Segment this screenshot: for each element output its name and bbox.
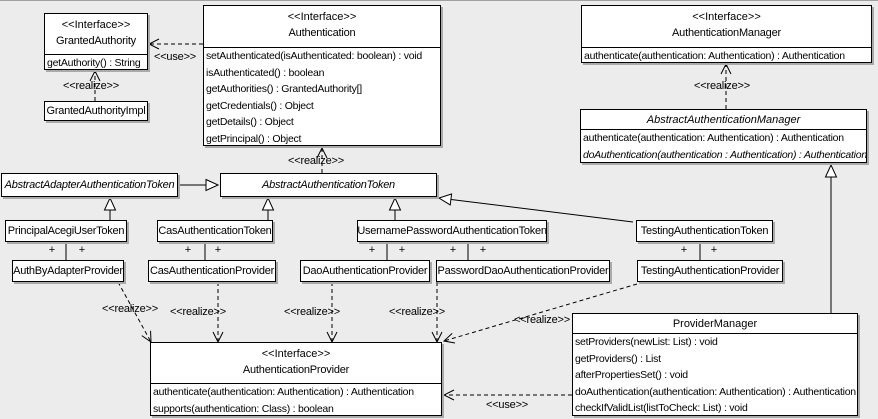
stereotype: <<Interface>> [692, 11, 761, 23]
use-label: <<use>> [153, 51, 197, 63]
realize-label: <<realize>> [63, 80, 119, 92]
realize-label: <<realize>> [170, 306, 226, 318]
method: doAuthentication(authentication : Authen… [583, 148, 867, 161]
method: supports(authentication: Class) : boolea… [153, 402, 334, 415]
class-authentication-provider[interactable]: <<Interface>> AuthenticationProvider aut… [150, 342, 442, 416]
method: doAuthentication(authentication: Authent… [575, 385, 856, 398]
realize-label: <<realize>> [694, 80, 750, 92]
class-name: TestingAuthenticationToken [640, 225, 769, 237]
association-plus: + [214, 244, 222, 256]
class-testing-authentication-provider[interactable]: TestingAuthenticationProvider [637, 260, 783, 282]
method: setAuthenticated(isAuthenticated: boolea… [206, 50, 422, 62]
class-name: AbstractAuthenticationManager [646, 113, 801, 126]
class-name: DaoAuthenticationProvider [302, 265, 428, 277]
method: getAuthorities() : GrantedAuthority[] [206, 83, 362, 95]
class-abstract-adapter-authentication-token[interactable]: AbstractAdapterAuthenticationToken [1, 173, 178, 197]
association-plus: + [680, 244, 688, 256]
class-cas-authentication-provider[interactable]: CasAuthenticationProvider [148, 260, 276, 282]
realization-line [117, 281, 151, 342]
class-authentication[interactable]: <<Interface>> Authentication setAuthenti… [203, 5, 441, 146]
class-auth-by-adapter-provider[interactable]: AuthByAdapterProvider [12, 260, 124, 282]
method: setProviders(newList: List) : void [575, 336, 718, 348]
class-name: AuthenticationManager [672, 27, 781, 39]
class-provider-manager[interactable]: ProviderManager setProviders(newList: Li… [572, 313, 858, 416]
association-plus: + [479, 244, 487, 256]
class-cas-authentication-token[interactable]: CasAuthenticationToken [157, 220, 273, 242]
realize-label: <<realize>> [102, 303, 158, 315]
method: authenticate(authentication: Authenticat… [583, 132, 844, 144]
class-principal-acegi-user-token[interactable]: PrincipalAcegiUserToken [5, 220, 127, 242]
method: authenticate(authentication: Authenticat… [584, 50, 845, 62]
method: getProviders() : List [575, 352, 661, 365]
stereotype: <<Interface>> [61, 19, 131, 31]
realize-label: <<realize>> [389, 306, 445, 318]
association-plus: + [184, 244, 192, 256]
association-plus: + [48, 244, 56, 256]
method: isAuthenticated() : boolean [206, 66, 325, 79]
method: getAuthority() : String [47, 57, 141, 69]
class-name: Authentication [288, 27, 356, 39]
class-abstract-authentication-token[interactable]: AbstractAuthenticationToken [220, 173, 437, 197]
method: authenticate(authentication: Authenticat… [153, 386, 414, 398]
class-name: GrantedAuthorityImpl [46, 105, 146, 117]
class-granted-authority[interactable]: <<Interface>> GrantedAuthority getAuthor… [44, 13, 148, 70]
realization-line [444, 283, 638, 341]
class-name: UsernamePasswordAuthenticationToken [357, 225, 547, 237]
method: checkIfValidList(listToCheck: List) : vo… [575, 402, 748, 414]
association-plus: + [398, 244, 406, 256]
class-name: CasAuthenticationProvider [150, 265, 274, 277]
class-testing-authentication-token[interactable]: TestingAuthenticationToken [636, 220, 773, 242]
method: getPrincipal() : Object [206, 132, 302, 145]
class-dao-authentication-provider[interactable]: DaoAuthenticationProvider [300, 260, 430, 282]
realize-label: <<realize>> [514, 314, 570, 326]
class-name: CasAuthenticationToken [158, 225, 272, 237]
class-password-dao-authentication-provider[interactable]: PasswordDaoAuthenticationProvider [436, 260, 610, 282]
association-plus: + [368, 244, 376, 256]
class-name: PasswordDaoAuthenticationProvider [437, 265, 609, 277]
method: afterPropertiesSet() : void [575, 369, 688, 381]
class-name: AuthByAdapterProvider [13, 265, 123, 277]
class-username-password-authentication-token[interactable]: UsernamePasswordAuthenticationToken [357, 220, 547, 242]
association-plus: + [78, 244, 86, 256]
use-label: <<use>> [485, 399, 529, 411]
method: getCredentials() : Object [206, 99, 314, 112]
realize-label: <<realize>> [288, 155, 344, 167]
realize-label: <<realize>> [284, 306, 340, 318]
class-abstract-authentication-manager[interactable]: AbstractAuthenticationManager authentica… [580, 109, 867, 163]
stereotype: <<Interface>> [287, 11, 357, 23]
class-name: TestingAuthenticationProvider [640, 265, 780, 277]
association-plus: + [710, 244, 718, 256]
class-authentication-manager[interactable]: <<Interface>> AuthenticationManager auth… [581, 5, 872, 63]
generalization-line [439, 198, 634, 223]
method: getDetails() : Object [206, 116, 294, 128]
class-granted-authority-impl[interactable]: GrantedAuthorityImpl [44, 101, 148, 121]
class-name: AbstractAdapterAuthenticationToken [4, 179, 175, 191]
class-name: AuthenticationProvider [242, 364, 350, 376]
class-name: AbstractAuthenticationToken [262, 179, 395, 191]
class-name: GrantedAuthority [56, 35, 136, 47]
class-name: ProviderManager [672, 317, 758, 330]
stereotype: <<Interface>> [261, 348, 331, 360]
class-name: PrincipalAcegiUserToken [7, 225, 125, 237]
association-plus: + [449, 244, 457, 256]
